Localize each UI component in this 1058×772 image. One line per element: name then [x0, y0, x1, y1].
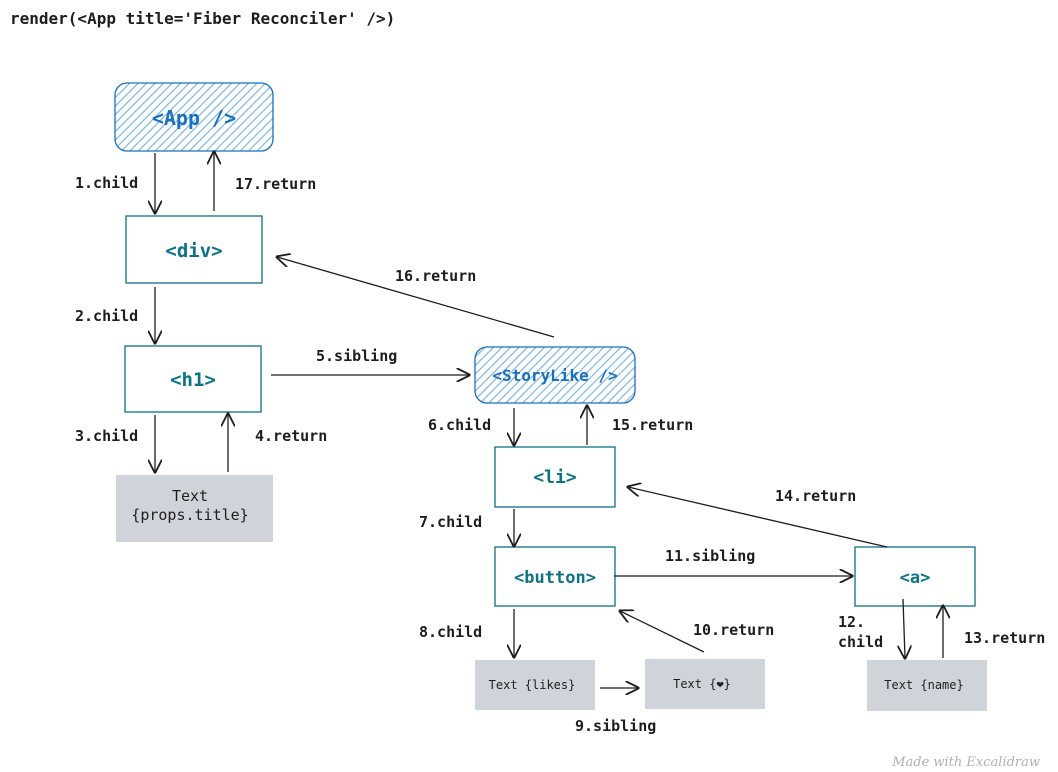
- storylike-node: <StoryLike />: [474, 346, 636, 404]
- button-node-label: <button>: [514, 568, 596, 588]
- text-props-title-node: Text {props.title}: [116, 475, 273, 542]
- edge-13-label: 13.return: [964, 629, 1045, 647]
- edge-12-label-line2: child: [838, 633, 883, 651]
- text-likes-label: Text {likes}: [489, 678, 576, 692]
- button-node: <button>: [494, 546, 616, 607]
- div-node: <div>: [125, 215, 263, 284]
- edge-5-label: 5.sibling: [316, 347, 397, 365]
- text-name-label: Text {name}: [884, 678, 963, 692]
- a-node-label: <a>: [900, 568, 931, 588]
- text-props-title-line1: Text: [172, 487, 208, 505]
- edge-9-label: 9.sibling: [575, 717, 656, 735]
- edge-3-label: 3.child: [75, 427, 138, 445]
- edge-12-label-line1: 12.: [838, 613, 865, 631]
- a-node: <a>: [854, 546, 976, 607]
- edge-1-label: 1.child: [75, 174, 138, 192]
- app-node: <App />: [114, 82, 274, 152]
- edge-10-label: 10.return: [693, 621, 774, 639]
- text-props-title-line2: {props.title}: [131, 506, 248, 524]
- edge-16-label: 16.return: [395, 267, 476, 285]
- text-heart-node: Text {❤}: [645, 659, 765, 709]
- edge-17-label: 17.return: [235, 175, 316, 193]
- li-node-label: <li>: [533, 467, 577, 488]
- edge-11-label: 11.sibling: [665, 547, 755, 565]
- render-call-title: render(<App title='Fiber Reconciler' />): [10, 9, 395, 28]
- edge-2-label: 2.child: [75, 307, 138, 325]
- excalidraw-watermark: Made with Excalidraw: [891, 755, 1040, 770]
- edge-4-label: 4.return: [255, 427, 327, 445]
- app-node-label: <App />: [152, 106, 236, 130]
- edge-14-label: 14.return: [775, 487, 856, 505]
- edge-14-return: [628, 487, 888, 548]
- text-likes-node: Text {likes}: [475, 660, 595, 710]
- text-name-node: Text {name}: [867, 660, 987, 711]
- h1-node-label: <h1>: [170, 369, 216, 391]
- edge-6-label: 6.child: [428, 416, 491, 434]
- edge-10-return: [620, 611, 705, 653]
- edge-8-label: 8.child: [419, 623, 482, 641]
- edge-15-label: 15.return: [612, 416, 693, 434]
- edge-7-label: 7.child: [419, 513, 482, 531]
- edge-16-return: [277, 257, 555, 338]
- edge-12-child: [903, 598, 905, 658]
- h1-node: <h1>: [124, 345, 262, 413]
- li-node: <li>: [494, 446, 616, 508]
- div-node-label: <div>: [165, 240, 222, 262]
- text-heart-label: Text {❤}: [673, 677, 731, 691]
- storylike-node-label: <StoryLike />: [492, 366, 617, 385]
